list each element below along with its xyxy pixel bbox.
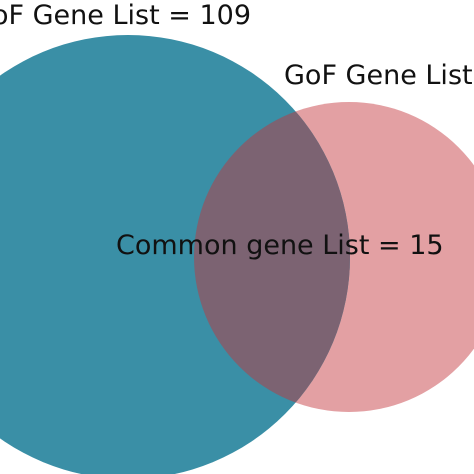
intersection-region (194, 102, 350, 412)
intersection-label: Common gene List = 15 (116, 230, 444, 261)
right-set-label: GoF Gene List (284, 60, 473, 91)
left-set-label: oF Gene List = 109 (0, 0, 251, 31)
